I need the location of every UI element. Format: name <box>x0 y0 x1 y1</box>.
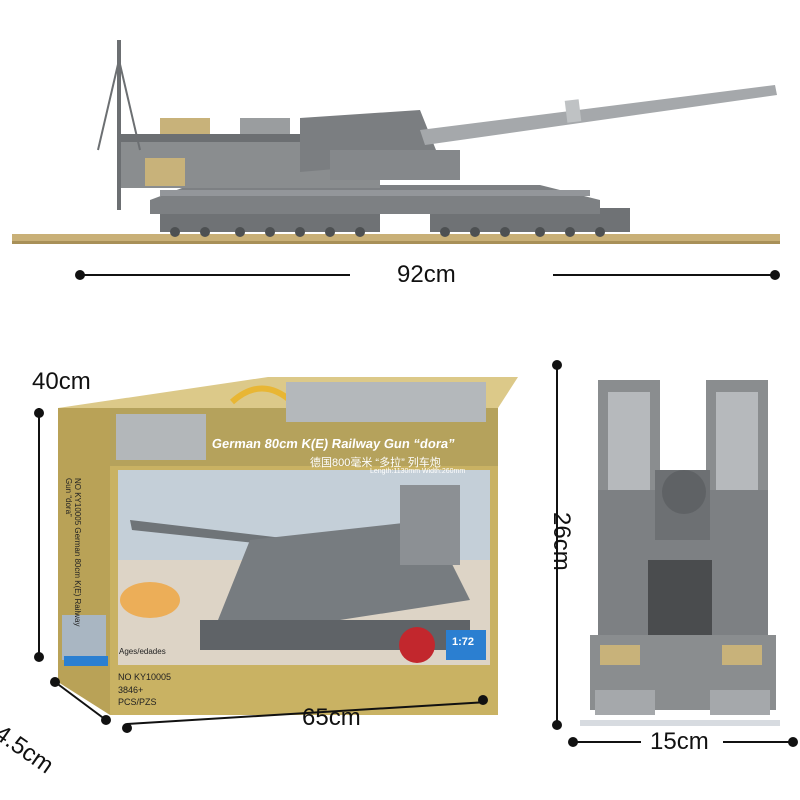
length-end-dot <box>770 270 780 280</box>
box-width-start-dot <box>122 723 132 733</box>
box-ages: Ages/edades <box>119 647 166 656</box>
box-pieces-unit: PCS/PZS <box>118 697 157 707</box>
box-pieces: 3846+ <box>118 685 144 695</box>
box-size-line: Length:1130mm Width:260mm <box>370 468 466 475</box>
length-line-right <box>553 274 775 276</box>
box-item-no: NO KY10005 <box>118 672 172 682</box>
box-chinese-title: 德国800毫米 “多拉” 列车炮 <box>310 457 441 469</box>
box-width-label: 65cm <box>302 704 361 731</box>
model-width-end-dot <box>788 737 798 747</box>
model-height-line <box>556 365 558 725</box>
box-height-line <box>38 408 40 658</box>
length-label: 92cm <box>397 261 456 288</box>
model-height-end-dot <box>552 720 562 730</box>
box-height-end-dot <box>34 652 44 662</box>
box-height-label: 40cm <box>32 368 91 395</box>
railway-gun-side-view <box>12 40 780 244</box>
model-width-line-left <box>573 741 641 743</box>
box-height-start-dot <box>34 408 44 418</box>
length-line-left <box>80 274 350 276</box>
box-width-end-dot <box>478 695 488 705</box>
model-width-label: 15cm <box>650 728 709 755</box>
box-scale: 1:72 <box>452 636 475 648</box>
model-height-label: 26cm <box>548 512 575 571</box>
model-width-line-right <box>723 741 793 743</box>
